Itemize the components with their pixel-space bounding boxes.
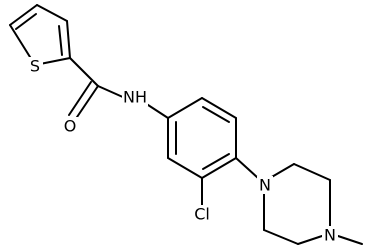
bond-n1-ca [269, 163, 295, 179]
bond-ph-1-2 [167, 97, 203, 119]
atom-label-piperazine-n1: N [257, 176, 273, 195]
svg-text:Cl: Cl [194, 205, 210, 224]
bond-ph-5-6 [167, 157, 203, 179]
bond-ph-2-3 [201, 97, 237, 119]
bond-c4-c5 [9, 4, 38, 26]
bond-c2-c3-inner [58, 25, 63, 56]
bond-ph-2-3-inner [202, 106, 230, 123]
svg-text:N: N [324, 226, 336, 245]
thiophene-ring [9, 4, 71, 66]
atom-label-chlorine: Cl [189, 205, 215, 224]
atom-label-amide-nitrogen: NH [122, 88, 148, 107]
phenyl-ring [167, 97, 237, 179]
svg-text:N: N [259, 176, 271, 195]
atom-label-oxygen: O [62, 117, 78, 136]
bond-c2-c3 [66, 20, 71, 59]
bond-n4-methyl [337, 235, 363, 245]
bond-ph-4-5 [201, 157, 237, 179]
bond-carbonyl-o-outer [74, 85, 99, 121]
bond-ph-4-5-inner [202, 153, 230, 170]
bond-n-phenyl [144, 102, 169, 119]
bond-c2-carbonyl [69, 57, 99, 87]
bond-aryl-n1 [235, 157, 259, 179]
svg-text:S: S [30, 57, 40, 76]
bond-carbonyl-n [97, 85, 126, 99]
amide-group [68, 57, 169, 121]
atom-label-piperazine-n4: N [322, 226, 338, 245]
bond-carbonyl-o-inner [68, 81, 92, 116]
bond-c4-c5-inner [15, 13, 37, 30]
svg-text:NH: NH [123, 88, 147, 107]
piperazine-ring [235, 157, 363, 245]
bond-c3-c4 [36, 4, 68, 22]
bond-n4-cc [297, 235, 323, 245]
svg-text:O: O [64, 117, 77, 136]
atom-label-sulfur: S [27, 57, 43, 76]
bond-ca-cb [293, 163, 331, 181]
bond-cc-cd [263, 229, 299, 245]
